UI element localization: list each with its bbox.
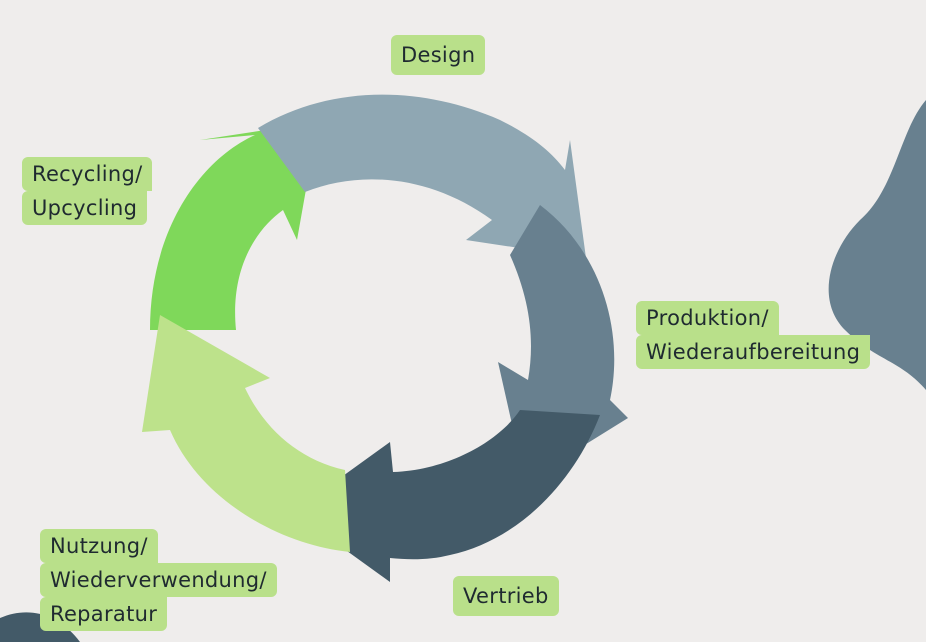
arrow-recycling [150,122,318,330]
stage-label-recycling: Recycling/ Upcycling [22,157,153,225]
arrow-nutzung [142,315,350,552]
stage-label-nutzung: Nutzung/ Wiederverwendung/ Reparatur [40,529,277,631]
arrow-design [258,94,586,258]
stage-label-line: Nutzung/ [40,529,158,563]
decorative-blob-right [828,100,926,390]
stage-label-line: Wiederaufbereitung [636,335,871,369]
stage-label-line: Design [391,35,486,75]
stage-label-line: Produktion/ [636,301,779,335]
stage-label-produktion: Produktion/ Wiederaufbereitung [636,301,871,369]
stage-label-line: Reparatur [40,597,168,631]
stage-label-design: Design [391,35,486,75]
stage-label-line: Upcycling [22,191,148,225]
stage-label-line: Vertrieb [453,576,559,616]
stage-label-line: Wiederverwendung/ [40,563,277,597]
stage-label-line: Recycling/ [22,157,153,191]
arrow-vertrieb [293,410,600,582]
stage-label-vertrieb: Vertrieb [453,576,559,616]
